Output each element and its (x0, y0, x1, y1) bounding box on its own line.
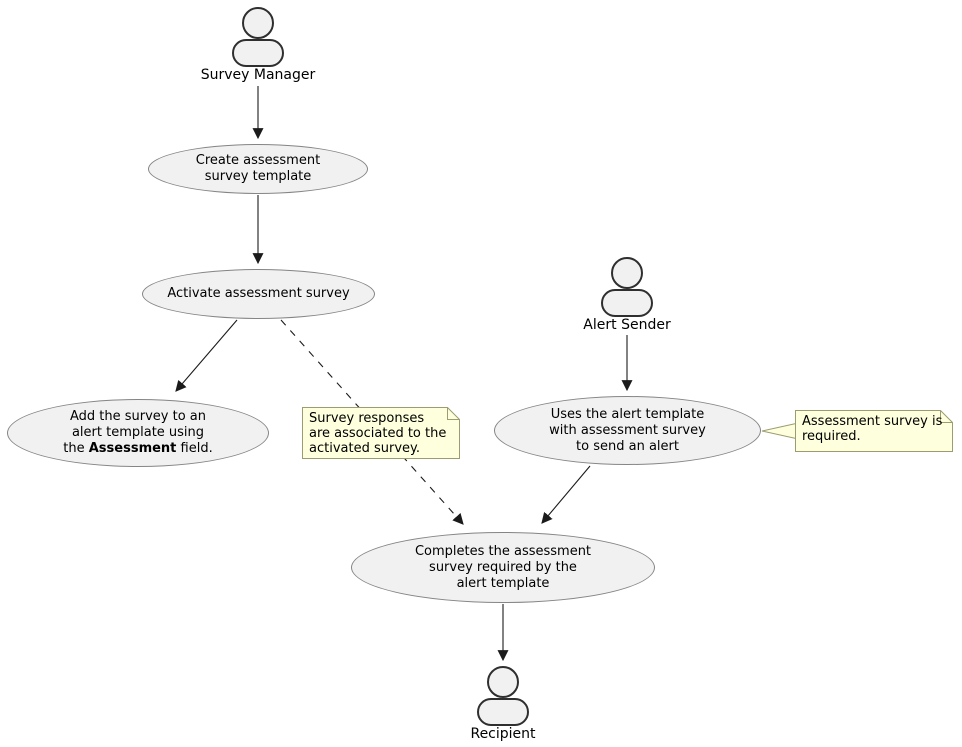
usecase-create-template: Create assessment survey template (148, 144, 368, 194)
person-icon (477, 666, 529, 726)
note-shape (302, 407, 460, 459)
usecase-text-line: Activate assessment survey (167, 286, 350, 301)
actor-survey-manager-label: Survey Manager (200, 67, 316, 83)
usecase-text-line: alert template (456, 575, 550, 591)
arrow-uses-to-completes (541, 465, 591, 524)
usecase-text-line: to send an alert (576, 438, 679, 454)
usecase-activate-survey: Activate assessment survey (142, 269, 375, 319)
arrow-activate-to-add (175, 319, 238, 392)
usecase-text-line: alert template using (71, 425, 205, 440)
note-text: Assessment survey is required. (795, 410, 953, 444)
actor-survey-manager (230, 6, 286, 68)
usecase-text-line: Add the survey to an (69, 409, 207, 424)
note-text: Survey responses are associated to the a… (302, 407, 460, 456)
note-connector (761, 422, 797, 440)
note-text-line: activated survey. (309, 441, 420, 456)
usecase-text-line: Create assessment (195, 153, 321, 168)
dashed-arrow-activate-to-completes (280, 319, 464, 525)
person-icon (232, 7, 284, 67)
usecase-text-line: survey required by the (429, 559, 577, 575)
usecase-text-line: with assessment survey (549, 422, 706, 438)
usecase-text-line: the Assessment field. (63, 441, 212, 457)
note-text-line: are associated to the (309, 426, 447, 441)
usecase-text-bold: Assessment (88, 441, 177, 456)
note-survey-responses: Survey responses are associated to the a… (302, 407, 460, 459)
usecase-text-line: survey template (204, 169, 312, 184)
person-icon (601, 257, 653, 317)
note-text-line: required. (802, 429, 861, 444)
usecase-text-post: field. (176, 441, 213, 456)
usecase-text-line: Completes the assessment (414, 543, 592, 559)
actor-alert-sender (599, 256, 655, 318)
actor-alert-sender-label: Alert Sender (583, 317, 671, 333)
usecase-text-pre: the (63, 441, 89, 456)
usecase-complete-survey: Completes the assessment survey required… (351, 532, 655, 603)
usecase-text-line: Uses the alert template (550, 406, 705, 422)
note-assessment-required: Assessment survey is required. (795, 410, 953, 452)
usecase-use-alert-template: Uses the alert template with assessment … (494, 396, 761, 465)
actor-recipient (475, 665, 531, 727)
note-shape (795, 410, 953, 452)
note-text-line: Assessment survey is (802, 414, 943, 429)
usecase-add-to-alert-template: Add the survey to an alert template usin… (7, 399, 269, 467)
note-text-line: Survey responses (309, 411, 425, 426)
actor-recipient-label: Recipient (470, 726, 536, 742)
